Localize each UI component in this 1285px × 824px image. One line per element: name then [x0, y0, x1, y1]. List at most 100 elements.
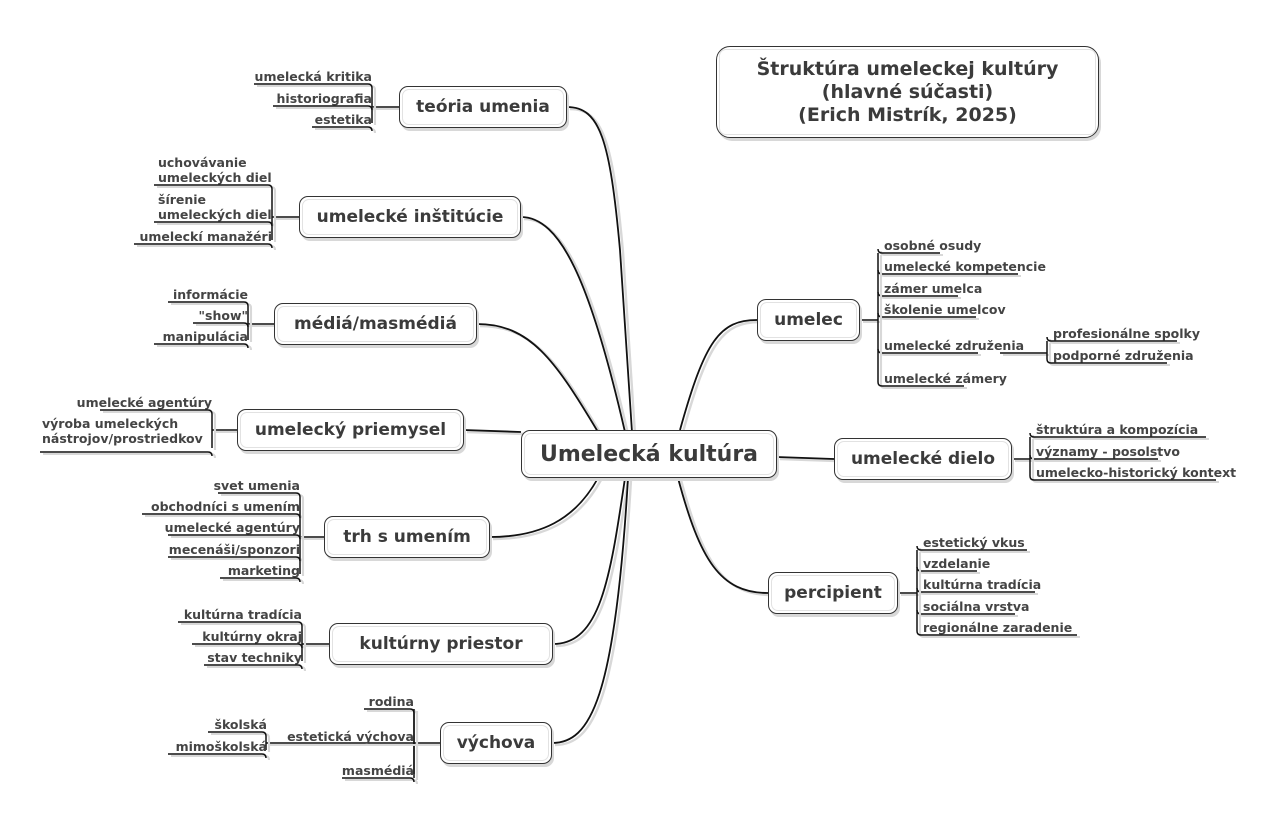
leaf-umelecke-kompetencie[interactable]: umelecké kompetencie	[884, 259, 1046, 274]
leaf-regionalne-zaradenie[interactable]: regionálne zaradenie	[923, 620, 1073, 635]
leaf-media-underline	[154, 343, 249, 349]
leaf-institucie-underline	[154, 184, 273, 190]
topic-umelecke-dielo[interactable]: umelecké dielo	[834, 438, 1012, 480]
connector-kulturny-priestor-shadow	[555, 479, 630, 648]
topic-label: trh s umením	[343, 527, 471, 547]
leaf-kulturna-tradicia-percipient[interactable]: kultúrna tradícia	[923, 577, 1042, 592]
leaf-struktura-a-kompozicia[interactable]: štruktúra a kompozícia	[1036, 422, 1199, 437]
leaf-vzdelanie[interactable]: vzdelanie	[923, 556, 991, 571]
leaf-trh-underline	[220, 577, 301, 583]
central-topic-label: Umelecká kultúra	[539, 441, 759, 467]
diagram-title-line2: (hlavné súčasti)	[821, 80, 994, 103]
connector-vychova	[551, 477, 629, 744]
topic-trh-s-umenim[interactable]: trh s umením	[324, 516, 490, 558]
leaf-umelec-underline	[877, 248, 940, 254]
leaf-trh-underline-shadow	[171, 535, 305, 542]
leaf-umelec-underline-shadow	[879, 250, 943, 257]
leaf-podporne-zdruzenia[interactable]: podporné združenia	[1053, 348, 1194, 363]
leaf-socialna-vrstva[interactable]: sociálna vrstva	[923, 599, 1030, 614]
topic-label: umelec	[774, 310, 843, 330]
topic-label: umelecký priemysel	[254, 420, 447, 440]
leaf-rodina[interactable]: rodina	[368, 694, 414, 709]
leaf-uchovavanie[interactable]: uchovávanie umeleckých diel	[158, 155, 272, 185]
leaf-percipient-underline-shadow	[918, 547, 1030, 554]
leaf-skolska[interactable]: školská	[214, 717, 267, 732]
leaf-priemysel-underline	[40, 451, 213, 457]
leaf-teoria-underline-shadow	[315, 127, 377, 134]
leaf-vyroba-nastrojov[interactable]: výroba umeleckých nástrojov/prostriedkov	[42, 416, 203, 446]
leaf-kulturna-tradicia[interactable]: kultúrna tradícia	[183, 607, 302, 622]
leaf-umelecki-manazeri[interactable]: umeleckí manažéri	[139, 229, 272, 244]
leaf-zdruzenia-underline	[1046, 358, 1167, 364]
leaf-zamer-umelca[interactable]: zámer umelca	[884, 281, 983, 296]
connector-umelecke-dielo-shadow	[779, 457, 838, 463]
diagram-title-line1: Štruktúra umeleckej kultúry	[756, 57, 1059, 80]
leaf-vychova-underline-shadow	[367, 709, 419, 716]
leaf-media-underline-shadow	[157, 344, 253, 351]
topic-teoria-umenia[interactable]: teória umenia	[399, 86, 567, 128]
leaf-esteticka-sub-underline-shadow	[171, 754, 271, 761]
connector-umelecke-institucie	[520, 216, 626, 433]
leaf-priemysel-underline	[100, 409, 213, 415]
leaf-priestor-underline-shadow	[207, 665, 307, 672]
leaf-zdruzenia-underline-shadow	[1048, 360, 1170, 367]
leaf-mimoskolska[interactable]: mimoškolská	[175, 739, 267, 754]
leaf-teoria-underline	[312, 126, 373, 132]
connector-umelec	[679, 319, 758, 431]
leaf-esteticka-vychova[interactable]: estetická výchova	[287, 729, 414, 744]
leaf-mecenasi-sponzori[interactable]: mecenáši/sponzori	[168, 542, 300, 557]
leaf-dielo-underline-shadow	[1031, 477, 1219, 484]
leaf-vyznamy-posolstvo[interactable]: významy - posolstvo	[1036, 444, 1180, 459]
leaf-marketing[interactable]: marketing	[227, 563, 300, 578]
topic-media-masmedia[interactable]: médiá/masmédiá	[274, 303, 477, 345]
leaf-dielo-underline-shadow	[1031, 434, 1209, 441]
leaf-obchodnici-s-umenim[interactable]: obchodníci s umením	[150, 499, 300, 514]
topic-vychova[interactable]: výchova	[440, 722, 552, 764]
leaf-umelec-underline	[877, 381, 964, 387]
topic-umelecky-priemysel[interactable]: umelecký priemysel	[237, 409, 464, 451]
connector-teoria-umenia	[566, 106, 633, 433]
leaf-umelecka-kritika[interactable]: umelecká kritika	[254, 69, 372, 84]
leaf-osobne-osudy[interactable]: osobné osudy	[884, 238, 982, 253]
leaf-masmedia[interactable]: masmédiá	[341, 763, 414, 778]
topic-kulturny-priestor[interactable]: kultúrny priestor	[329, 623, 553, 665]
leaf-umelecke-agentury[interactable]: umelecké agentúry	[76, 395, 212, 410]
leaf-umelecke-agentury-trh[interactable]: umelecké agentúry	[164, 520, 300, 535]
leaf-skolenie-umelcov[interactable]: školenie umelcov	[884, 302, 1006, 317]
leaf-zdruzenia-underline-shadow	[1048, 338, 1180, 345]
central-topic[interactable]: Umelecká kultúra	[521, 430, 777, 478]
diagram-title-line3: (Erich Mistrík, 2025)	[798, 103, 1017, 126]
leaf-profesionalne-spolky[interactable]: profesionálne spolky	[1053, 326, 1200, 341]
leaf-svet-umenia[interactable]: svet umenia	[213, 478, 300, 493]
leaf-show[interactable]: "show"	[198, 308, 249, 323]
leaf-priestor-underline-shadow	[181, 622, 307, 629]
topic-umelec[interactable]: umelec	[757, 299, 860, 341]
leaf-umelecko-historicky-kontext[interactable]: umelecko-historický kontext	[1036, 465, 1237, 480]
leaf-umelec-underline-shadow	[879, 383, 967, 390]
connector-trh-shadow	[492, 479, 603, 541]
leaf-institucie-underline-shadow	[157, 222, 277, 229]
leaf-esteticka-sub-underline	[168, 753, 267, 759]
diagram-title-box: Štruktúra umeleckej kultúry (hlavné súča…	[716, 46, 1099, 138]
leaf-institucie-underline-shadow	[157, 185, 277, 192]
topic-percipient[interactable]: percipient	[768, 572, 898, 614]
leaf-kulturny-okraj[interactable]: kultúrny okraj	[202, 629, 302, 644]
connector-umelec-shadow	[681, 320, 761, 433]
leaf-esteticky-vkus[interactable]: estetický vkus	[923, 535, 1025, 550]
connector-kulturny-priestor	[552, 477, 626, 645]
leaf-umelecke-zdruzenia[interactable]: umelecké združenia	[884, 338, 1025, 353]
connector-umelecke-institucie-shadow	[523, 217, 630, 435]
leaf-historiografia[interactable]: historiografia	[276, 91, 372, 106]
leaf-stav-techniky[interactable]: stav techniky	[207, 650, 302, 665]
leaf-manipulacia[interactable]: manipulácia	[162, 329, 248, 344]
leaf-priestor-underline	[178, 621, 303, 627]
leaf-umelecke-zamery[interactable]: umelecké zámery	[884, 371, 1007, 386]
topic-umelecke-institucie[interactable]: umelecké inštitúcie	[299, 196, 521, 238]
leaf-zdruzenia-underline	[1046, 336, 1177, 342]
leaf-estetika[interactable]: estetika	[314, 112, 372, 127]
leaf-esteticka-sub-underline	[208, 731, 267, 737]
leaf-sirenie[interactable]: šírenie umeleckých diel	[158, 192, 272, 222]
leaf-informacie[interactable]: informácie	[172, 287, 248, 302]
leaf-vychova-underline-shadow	[345, 778, 419, 785]
